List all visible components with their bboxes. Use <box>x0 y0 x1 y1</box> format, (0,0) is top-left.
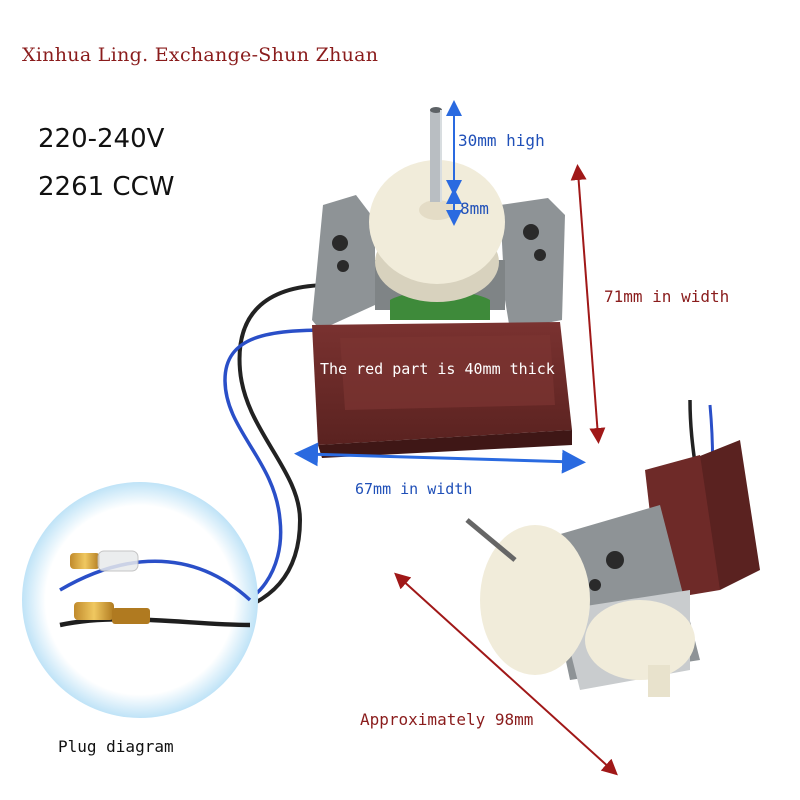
main-motor-fan <box>369 160 505 302</box>
plug-inset <box>22 482 258 718</box>
height-dimension-label: 71mm in width <box>604 287 730 306</box>
secondary-motor-view <box>465 399 760 697</box>
dimension-arrows <box>294 100 618 776</box>
shaft-base-label: 8mm <box>460 199 489 218</box>
voltage-spec: 220-240V <box>38 124 165 154</box>
model-spec: 2261 CCW <box>38 172 175 202</box>
listing-title: Xinhua Ling. Exchange-Shun Zhuan <box>22 44 379 66</box>
width-dimension-label: 67mm in width <box>355 480 473 498</box>
plug-connector-top <box>70 550 139 572</box>
coil-thickness-label: The red part is 40mm thick <box>320 360 555 378</box>
shaft-height-label: 30mm high <box>458 131 545 150</box>
main-motor-shaft <box>430 107 442 202</box>
plug-connector-bottom <box>74 602 150 624</box>
plug-diagram-caption: Plug diagram <box>58 737 174 756</box>
main-motor-wires <box>223 283 331 612</box>
diagonal-dimension-label: Approximately 98mm <box>360 710 534 729</box>
main-motor-coil <box>312 322 572 458</box>
